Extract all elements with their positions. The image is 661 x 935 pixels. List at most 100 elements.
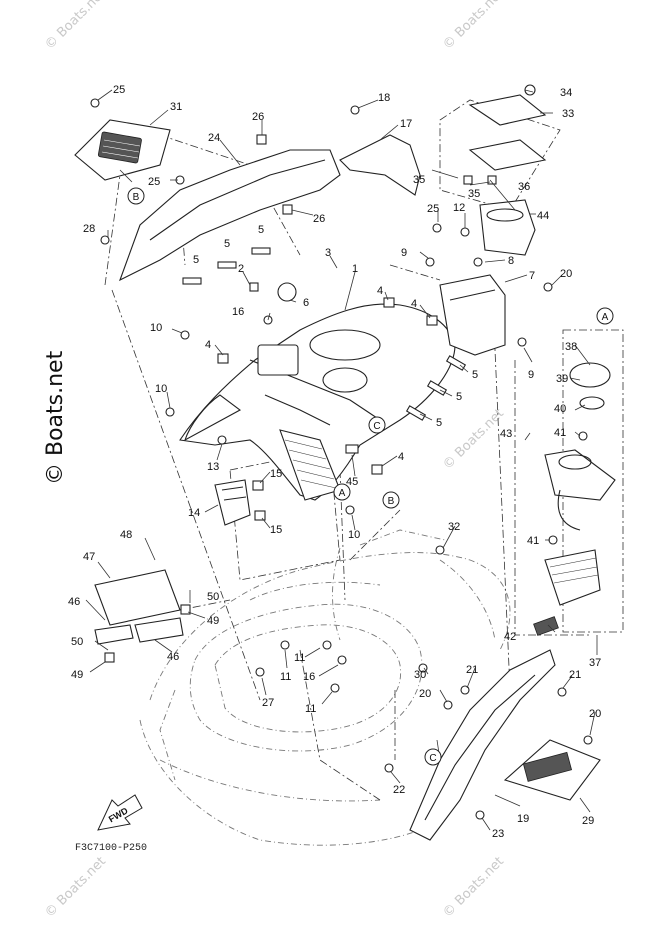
label-5e: 5	[456, 391, 462, 403]
label-11c: 11	[305, 703, 316, 715]
label-42: 42	[504, 631, 516, 643]
callout-a-right: A	[596, 307, 614, 325]
label-35b: 35	[468, 188, 480, 200]
label-30: 30	[414, 669, 426, 681]
label-4a: 4	[205, 339, 211, 351]
step-part-29	[503, 739, 601, 801]
label-23: 23	[492, 828, 504, 840]
panel-part-17	[339, 134, 421, 196]
label-18: 18	[378, 92, 390, 104]
label-29: 29	[582, 815, 594, 827]
label-6: 6	[303, 297, 309, 309]
label-22: 22	[393, 784, 405, 796]
label-50a: 50	[207, 591, 219, 603]
label-38: 38	[565, 341, 577, 353]
label-32: 32	[448, 521, 460, 533]
label-11b: 11	[294, 652, 305, 664]
callout-b-mid: B	[382, 491, 400, 509]
label-8: 8	[508, 255, 514, 267]
svg-text:B: B	[133, 192, 140, 203]
pad-part-47	[94, 569, 184, 645]
label-13: 13	[207, 461, 219, 473]
label-49b: 49	[71, 669, 83, 681]
watermark-top-right: © Boats.net	[440, 0, 507, 53]
label-4b: 4	[377, 285, 383, 297]
label-9b: 9	[528, 369, 534, 381]
label-15a: 15	[270, 468, 282, 480]
label-49a: 49	[207, 615, 219, 627]
watermark-mid-right: © Boats.net	[440, 406, 507, 473]
label-46b: 46	[167, 651, 179, 663]
label-2: 2	[238, 263, 244, 275]
filler-group	[533, 362, 616, 636]
svg-text:C: C	[429, 753, 436, 764]
fwd-arrow: FWD	[97, 794, 143, 831]
label-20a: 20	[560, 268, 572, 280]
label-43: 43	[500, 428, 512, 440]
label-10a: 10	[150, 322, 162, 334]
part-labels: 25 31 24 26 25 26 28 18 17 34 33 35 35 3…	[68, 84, 601, 840]
label-50b: 50	[71, 636, 83, 648]
label-25a: 25	[113, 84, 125, 96]
label-14: 14	[188, 507, 200, 519]
side-panel-19	[409, 649, 556, 841]
label-26a: 26	[252, 111, 264, 123]
bracket-part-14	[214, 479, 251, 526]
label-16b: 16	[303, 671, 315, 683]
label-19: 19	[517, 813, 529, 825]
label-15b: 15	[270, 524, 282, 536]
label-10c: 10	[348, 529, 360, 541]
label-33: 33	[562, 108, 574, 120]
label-28: 28	[83, 223, 95, 235]
deck-part-1	[179, 303, 456, 501]
callout-b-top: B	[127, 187, 145, 205]
svg-text:B: B	[388, 496, 395, 507]
label-41a: 41	[554, 427, 566, 439]
callout-a-mid: A	[333, 483, 351, 501]
watermark-top-left: © Boats.net	[42, 0, 109, 53]
label-40: 40	[554, 403, 566, 415]
label-10b: 10	[155, 383, 167, 395]
bucket-part-44	[479, 199, 536, 256]
svg-text:A: A	[339, 488, 346, 499]
watermark-side: © Boats.net	[43, 350, 68, 485]
label-20b: 20	[419, 688, 431, 700]
label-5a: 5	[224, 238, 230, 250]
label-21a: 21	[466, 664, 478, 676]
label-37: 37	[589, 657, 601, 669]
label-5d: 5	[472, 369, 478, 381]
watermark-bottom-right: © Boats.net	[440, 854, 507, 921]
pad-part-31	[74, 119, 171, 181]
label-25c: 25	[427, 203, 439, 215]
callouts: B A C A B C	[127, 187, 614, 766]
label-20c: 20	[589, 708, 601, 720]
label-5f: 5	[436, 417, 442, 429]
lid-part-33	[468, 94, 547, 171]
svg-text:A: A	[602, 312, 609, 323]
label-48: 48	[120, 529, 132, 541]
label-45: 45	[346, 476, 358, 488]
hull-outline	[139, 529, 511, 846]
box-part-7	[439, 274, 506, 356]
label-36: 36	[518, 181, 530, 193]
label-39: 39	[556, 373, 568, 385]
svg-text:C: C	[373, 421, 380, 432]
label-4d: 4	[398, 451, 404, 463]
label-1: 1	[352, 263, 358, 275]
cover-part-24	[119, 149, 341, 282]
label-35a: 35	[413, 174, 425, 186]
label-9a: 9	[401, 247, 407, 259]
label-7: 7	[529, 270, 535, 282]
label-4c: 4	[411, 298, 417, 310]
hardware	[90, 84, 593, 820]
label-21b: 21	[569, 669, 581, 681]
label-46a: 46	[68, 596, 80, 608]
label-11a: 11	[280, 671, 291, 683]
label-5b: 5	[258, 224, 264, 236]
label-3: 3	[325, 247, 331, 259]
label-16a: 16	[232, 306, 244, 318]
label-26b: 26	[313, 213, 325, 225]
label-25b: 25	[148, 176, 160, 188]
